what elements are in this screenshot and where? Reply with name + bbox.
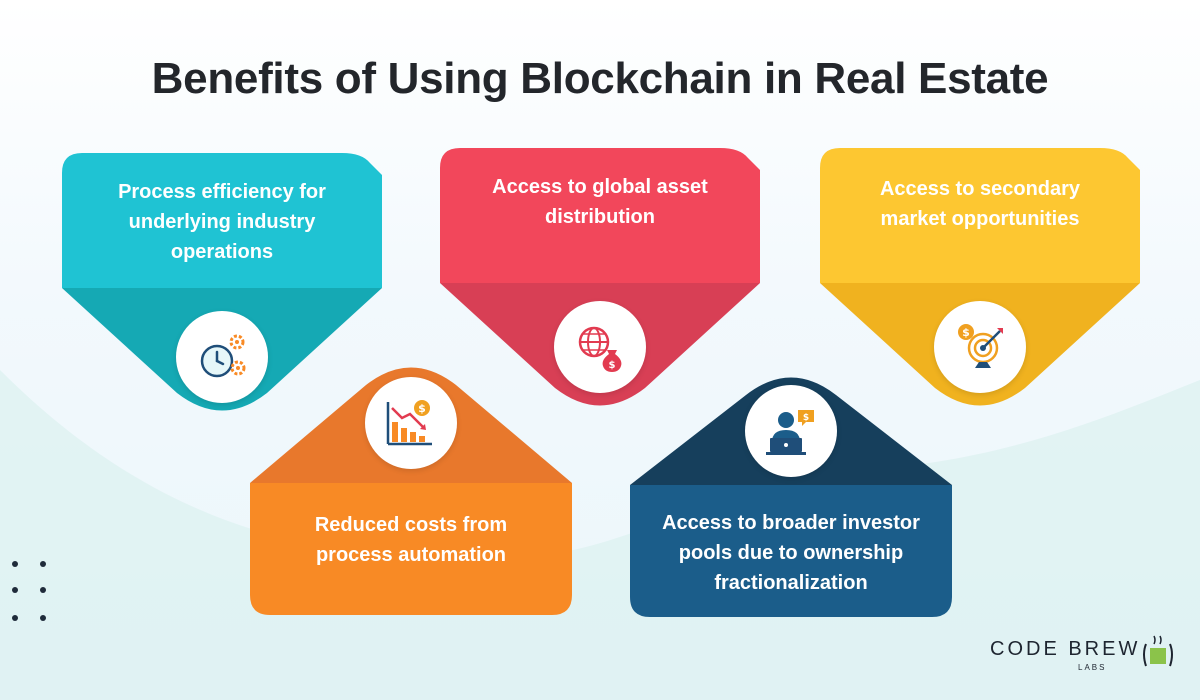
svg-text:$: $	[418, 402, 426, 415]
icon-circle	[176, 311, 268, 403]
svg-text:$: $	[962, 326, 970, 339]
card-text: Access to secondary market opportunities	[879, 178, 1081, 230]
card-global-distribution: Access to global asset distribution $	[440, 148, 760, 410]
card-text: Process efficiency for underlying indust…	[118, 181, 326, 263]
card-text: Access to broader investor pools due to …	[662, 512, 920, 594]
dollar-target-icon: $	[958, 324, 1003, 368]
card-reduced-costs: $ Reduced costs from process automation	[250, 355, 572, 615]
logo-subtext: LABS	[1078, 663, 1107, 672]
svg-text:$: $	[803, 413, 809, 423]
card-secondary-market: Access to secondary market opportunities…	[820, 148, 1140, 410]
logo-text: CODE BREW	[990, 638, 1141, 660]
card-investor-pools: $ Access to broader investor pools due t…	[630, 365, 952, 617]
coffee-cup-icon	[1143, 635, 1173, 667]
card-text: Access to global asset distribution	[492, 176, 708, 228]
globe-money-bag-icon: $	[578, 326, 622, 372]
code-brew-labs-logo: CODE BREW LABS	[990, 630, 1180, 674]
card-process-efficiency: Process efficiency for underlying indust…	[62, 153, 382, 415]
page-title: Benefits of Using Blockchain in Real Est…	[151, 54, 1049, 103]
decorative-dots	[12, 561, 52, 625]
decreasing-chart-icon: $	[386, 400, 432, 446]
icon-circle: $	[745, 385, 837, 477]
card-text: Reduced costs from process automation	[314, 514, 508, 566]
investor-laptop-icon: $	[766, 410, 814, 455]
icon-circle: $	[365, 377, 457, 469]
icon-circle: $	[934, 301, 1026, 393]
svg-text:$: $	[609, 360, 616, 371]
icon-circle: $	[554, 301, 646, 393]
clock-gears-icon	[200, 334, 246, 378]
